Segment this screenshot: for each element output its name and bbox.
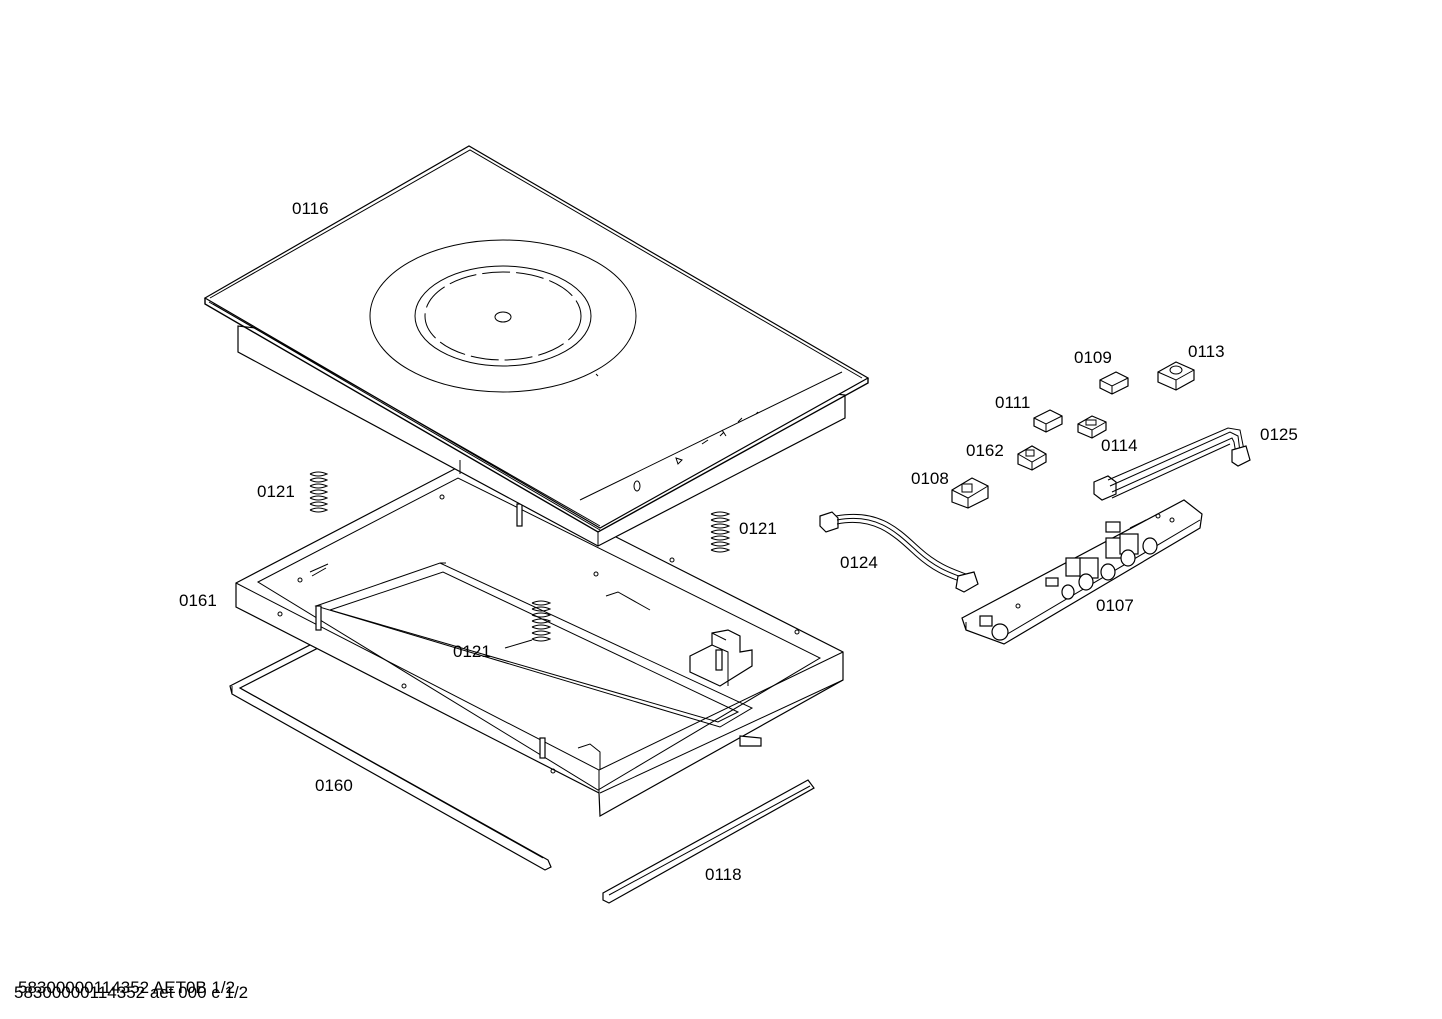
label-0109: 0109	[1074, 348, 1112, 367]
label-0121-left: 0121	[257, 482, 295, 501]
label-0107: 0107	[1096, 596, 1134, 615]
label-0111: 0111	[995, 393, 1030, 412]
part-0121-spring-left	[309, 471, 329, 513]
part-0108-knob	[951, 477, 989, 509]
label-0121-right: 0121	[739, 519, 777, 538]
label-0118: 0118	[705, 865, 742, 884]
label-0113: 0113	[1188, 342, 1225, 361]
part-0162-button	[1017, 445, 1047, 471]
part-0124-cable	[819, 511, 979, 593]
footer-code-a: 58300000114352 AET0B 1/2	[18, 978, 235, 997]
part-0121-spring-right	[710, 511, 731, 553]
part-0118-strip	[602, 779, 815, 904]
part-0109-button	[1099, 371, 1129, 395]
label-0116: 0116	[292, 199, 329, 218]
label-0160: 0160	[315, 776, 353, 795]
label-0114: 0114	[1101, 436, 1138, 455]
part-0116-ceramic-glass-hob	[203, 145, 870, 547]
part-0161-frame	[235, 461, 844, 817]
part-0125-ribbon-cable	[1093, 427, 1251, 501]
label-0121-center: 0121	[453, 642, 491, 661]
label-0108: 0108	[911, 469, 949, 488]
part-0107-control-board	[961, 499, 1203, 645]
part-0114-button	[1077, 415, 1107, 439]
label-0124: 0124	[840, 553, 878, 572]
part-0111-button	[1033, 409, 1063, 433]
label-0162: 0162	[966, 441, 1004, 460]
part-0121-spring-center	[531, 600, 552, 642]
part-0113-knob	[1157, 361, 1195, 391]
label-0125: 0125	[1260, 425, 1298, 444]
footer-code-b: 58300000114352 aet 000 c 1/2	[14, 983, 248, 1002]
label-0161: 0161	[179, 591, 217, 610]
leader-0121-center	[504, 639, 533, 649]
